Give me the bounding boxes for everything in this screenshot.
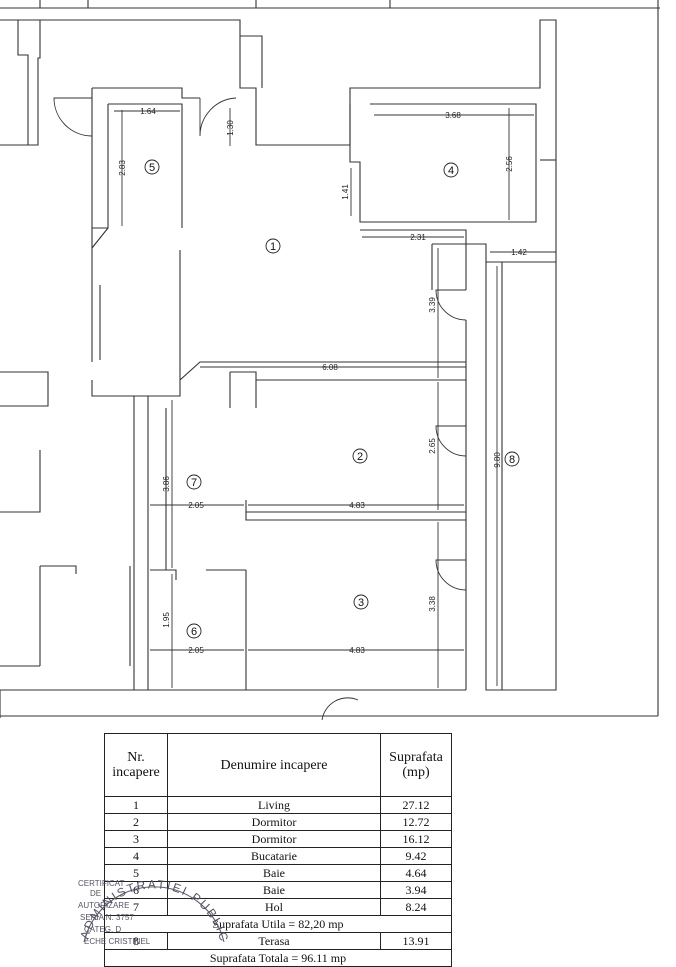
cell-nr: 2 [104,813,168,831]
cell-nr: 1 [104,796,168,814]
table-row: 7 Hol 8.24 [104,898,452,916]
cell-name: Baie [167,881,381,899]
dim-4-83-upper: 4.83 [349,501,365,510]
room-5-label: 5 [149,162,155,174]
room-1-label: 1 [270,241,276,253]
floor-plan: 1 2 3 4 5 6 7 8 1. [0,0,660,720]
room-4-label: 4 [448,165,454,177]
table-header-row: Nr. incapere Denumire incapere Suprafata… [104,733,452,797]
room-2-label: 2 [357,451,363,463]
cell-name: Bucatarie [167,847,381,865]
dimension-lines [114,108,556,688]
table-row: 1 Living 27.12 [104,796,452,814]
dim-3-39: 3.39 [428,297,437,313]
header-area: Suprafata (mp) [380,733,452,797]
dim-2-65: 2.65 [428,438,437,454]
table-row: 4 Bucatarie 9.42 [104,847,452,865]
dim-4-83-lower: 4.83 [349,646,365,655]
dim-3-38: 3.38 [428,596,437,612]
usable-area-row: Suprafata Utila = 82,20 mp [104,915,452,933]
table-row: 6 Baie 3.94 [104,881,452,899]
walls [0,19,557,718]
room-labels: 1 2 3 4 5 6 7 8 [144,159,520,639]
dim-1-41: 1.41 [341,184,350,200]
door-swings [53,97,467,720]
cell-area: 4.64 [380,864,452,882]
header-room-number: Nr. incapere [104,733,168,797]
cell-nr: 5 [104,864,168,882]
dim-1-95: 1.95 [162,612,171,628]
cell-name: Hol [167,898,381,916]
dim-1-64: 1.64 [140,107,156,116]
cell-area: 3.94 [380,881,452,899]
cell-area: 12.72 [380,813,452,831]
room-6-label: 6 [191,626,197,638]
dim-1-30: 1.30 [226,120,235,136]
cell-area: 13.91 [380,932,452,950]
cell-nr: 4 [104,847,168,865]
cell-name: Living [167,796,381,814]
room-7-label: 7 [191,477,197,489]
stamp-line: DE [90,889,101,898]
dimension-values: 1.64 1.30 2.83 3.68 2.56 1.41 2.31 1.42 … [118,107,527,655]
dim-2-83: 2.83 [118,160,127,176]
table-row: 5 Baie 4.64 [104,864,452,882]
table-row: 3 Dormitor 16.12 [104,830,452,848]
table-row: 2 Dormitor 12.72 [104,813,452,831]
dim-3-68: 3.68 [445,111,461,120]
room-8-label: 8 [509,454,515,466]
total-area-row: Suprafata Totala = 96.11 mp [104,949,452,967]
room-3-label: 3 [358,597,364,609]
cell-area: 8.24 [380,898,452,916]
dim-2-31: 2.31 [410,233,426,242]
cell-nr: 6 [104,881,168,899]
cell-nr: 3 [104,830,168,848]
drawing-frame [0,0,660,717]
cell-nr: 7 [104,898,168,916]
cell-name: Dormitor [167,830,381,848]
dim-9-80: 9.80 [493,452,502,468]
room-area-table: Nr. incapere Denumire incapere Suprafata… [104,733,452,967]
dim-2-05-lower: 2.05 [188,646,204,655]
dim-2-05-upper: 2.05 [188,501,204,510]
cell-name: Terasa [167,932,381,950]
cell-area: 9.42 [380,847,452,865]
dim-2-56: 2.56 [505,156,514,172]
dim-1-42: 1.42 [511,248,527,257]
total-area: Suprafata Totala = 96.11 mp [104,949,452,967]
cell-name: Baie [167,864,381,882]
cell-nr: 8 [104,932,168,950]
cell-name: Dormitor [167,813,381,831]
header-room-name: Denumire incapere [167,733,381,797]
usable-area-total: Suprafata Utila = 82,20 mp [104,915,452,933]
dim-3-86: 3.86 [162,476,171,492]
cell-area: 27.12 [380,796,452,814]
table-row: 8 Terasa 13.91 [104,932,452,950]
cell-area: 16.12 [380,830,452,848]
dim-6-08: 6.08 [322,363,338,372]
